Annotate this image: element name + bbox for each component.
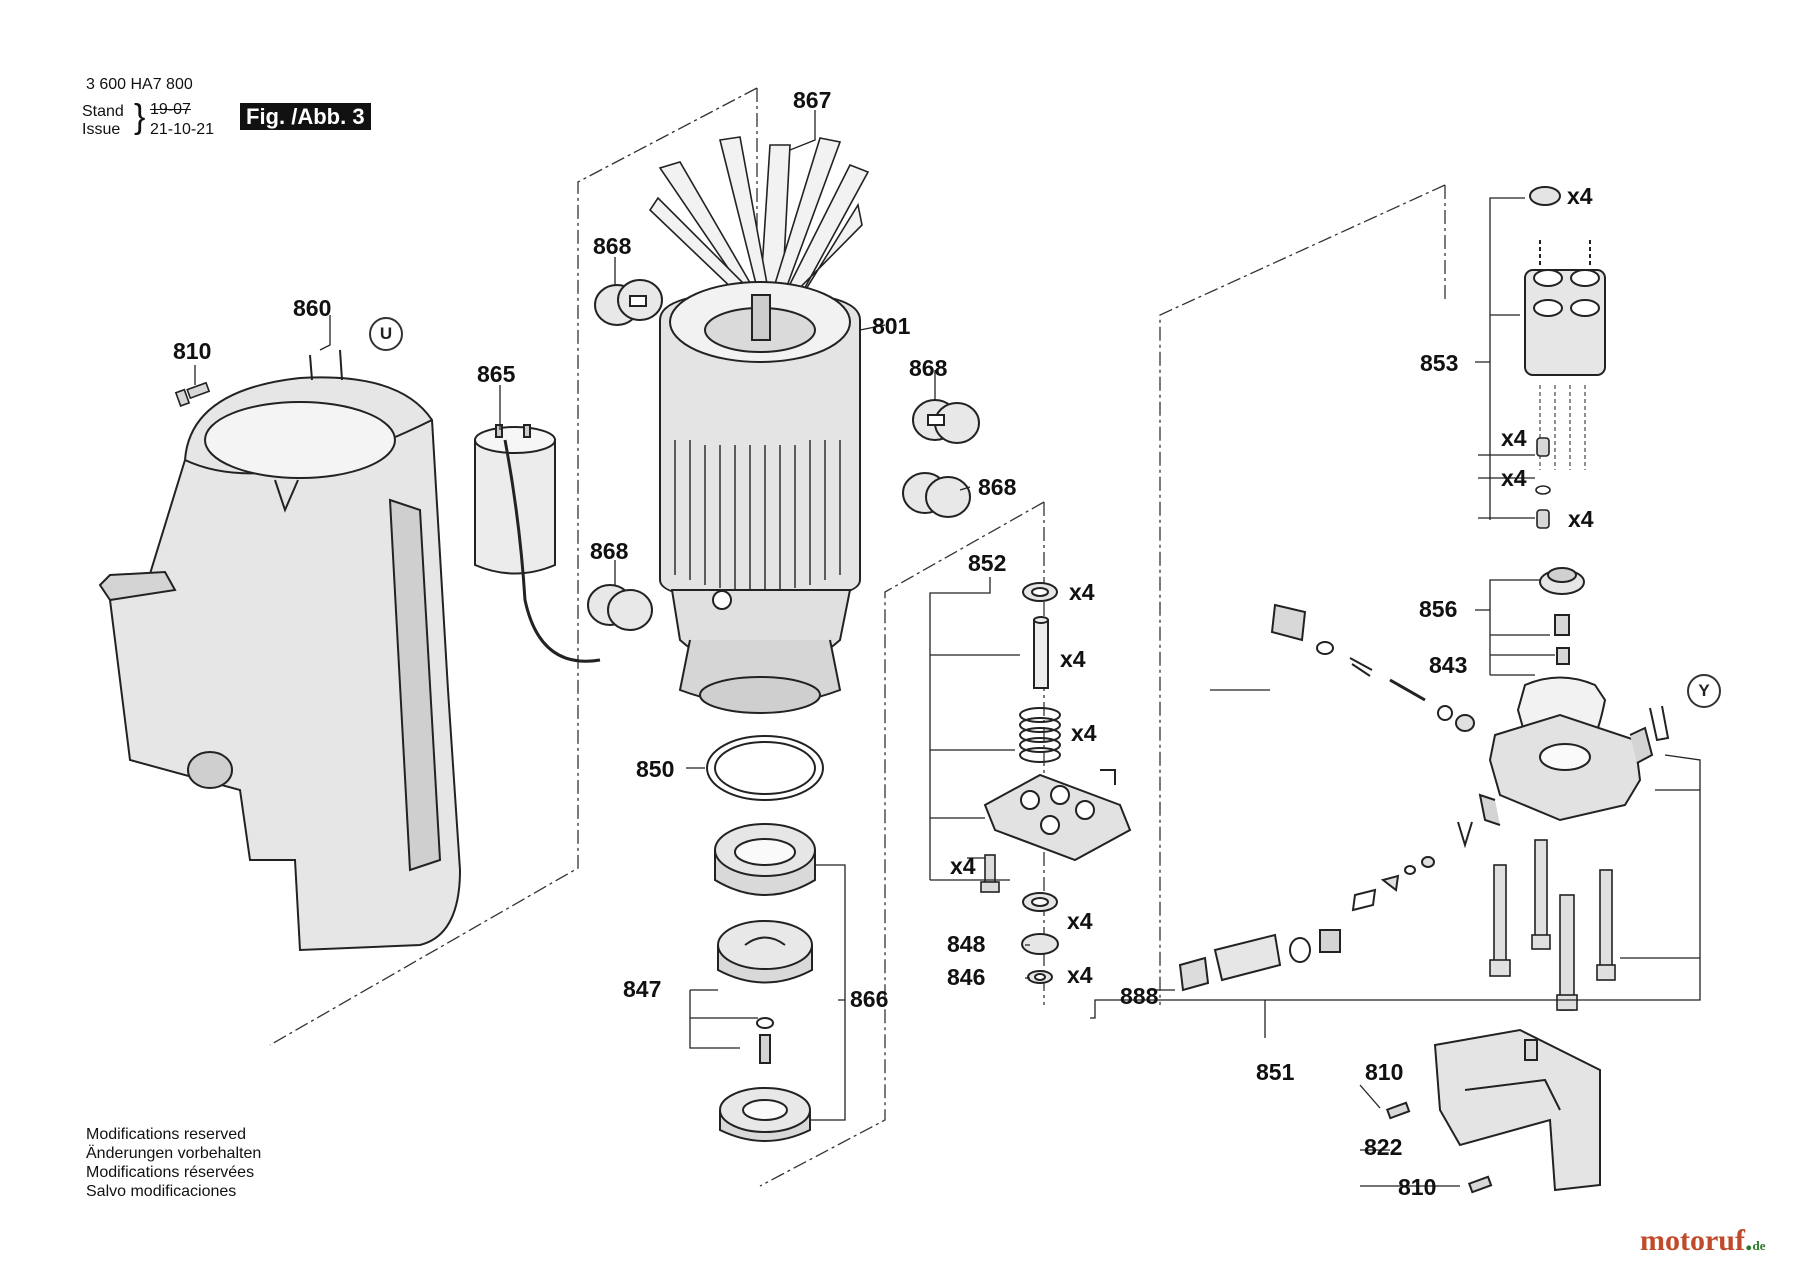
quantity-label: x4 [1568, 506, 1594, 532]
part-label-867: 867 [793, 87, 832, 113]
part-label-843: 843 [1429, 652, 1468, 678]
quantity-label: x4 [1567, 183, 1593, 209]
part-label-810: 810 [173, 338, 212, 364]
piston-852-part [1033, 616, 1049, 689]
wobble-plate-866-part [714, 823, 816, 896]
part-label-868: 868 [593, 233, 632, 259]
seal-ring-852-part [1022, 582, 1058, 602]
part-label-860: 860 [293, 295, 332, 321]
figure-label: Fig. /Abb. 3 [240, 103, 371, 131]
quantity-label: x4 [1069, 579, 1095, 605]
part-label-801: 801 [872, 313, 911, 339]
note-line-de: Änderungen vorbehalten [86, 1145, 262, 1162]
note-line-fr: Modifications réservées [86, 1164, 255, 1181]
part-label-868: 868 [978, 474, 1017, 500]
part-label-852: 852 [968, 550, 1007, 576]
quantity-label: x4 [950, 853, 976, 879]
spring-852-part [1019, 707, 1061, 763]
capacitor-865-part [474, 424, 601, 663]
screw-810-part [174, 381, 211, 407]
part-label-865: 865 [477, 361, 516, 387]
leader-lines [194, 110, 1701, 1187]
part-label-822: 822 [1364, 1134, 1403, 1160]
valve-cage-853-part [1524, 240, 1606, 470]
part-label-846: 846 [947, 964, 986, 990]
modifications-note: Modifications reserved Änderungen vorbeh… [86, 1125, 261, 1201]
stand-date: 19-07 [150, 101, 191, 118]
part-label-856: 856 [1419, 596, 1458, 622]
quantity-label: x4 [1501, 465, 1527, 491]
document-number: 3 600 HA7 800 [86, 76, 193, 93]
issue-date: 21-10-21 [150, 121, 215, 138]
part-label-810: 810 [1398, 1174, 1437, 1200]
motor-801-part [659, 281, 861, 714]
brand-tld: de [1752, 1238, 1766, 1253]
part-label-866: 866 [850, 986, 889, 1012]
part-label-850: 850 [636, 756, 675, 782]
housing-860-part [98, 349, 462, 952]
note-line-es: Salvo modificaciones [86, 1183, 237, 1200]
brand-name: motoruf [1640, 1224, 1745, 1257]
part-label-868: 868 [590, 538, 629, 564]
part-label-810: 810 [1365, 1059, 1404, 1085]
o-ring-850-part [706, 735, 824, 801]
quantity-label: x4 [1067, 962, 1093, 988]
screw-852-part [980, 854, 1000, 893]
pump-body-851-part [1178, 603, 1670, 992]
quantity-label: x4 [1501, 425, 1527, 451]
valve-848-part [1021, 892, 1059, 984]
rubber-mounts-868-parts [587, 279, 980, 631]
brace: } [134, 98, 146, 136]
part-label-848: 848 [947, 931, 986, 957]
dashed-assembly-lines [269, 87, 1446, 1187]
brand-dot: . [1744, 1224, 1753, 1257]
valve-parts-853-part [1535, 437, 1551, 529]
bolts-851-part [1489, 839, 1616, 1011]
brand-watermark: motoruf.de [1640, 1226, 1765, 1256]
part-label-853: 853 [1420, 350, 1459, 376]
swash-plate-847-part [717, 920, 813, 1064]
bracket-822-part [1385, 1028, 1601, 1194]
marker-u: U [369, 317, 403, 351]
part-label-888: 888 [1120, 983, 1159, 1009]
stand-label: Stand [82, 103, 124, 120]
quantity-label: x4 [1071, 720, 1097, 746]
valve-856-part [1516, 567, 1607, 741]
quantity-label: x4 [1067, 908, 1093, 934]
part-label-868: 868 [909, 355, 948, 381]
issue-label: Issue [82, 121, 121, 138]
part-label-847: 847 [623, 976, 662, 1002]
marker-y: Y [1687, 674, 1721, 708]
seal-853-part [1529, 186, 1561, 206]
quantity-label: x4 [1060, 646, 1086, 672]
part-label-851: 851 [1256, 1059, 1295, 1085]
bearing-866-part [719, 1087, 811, 1142]
note-line-en: Modifications reserved [86, 1126, 247, 1143]
pump-head-852-part [983, 769, 1132, 862]
